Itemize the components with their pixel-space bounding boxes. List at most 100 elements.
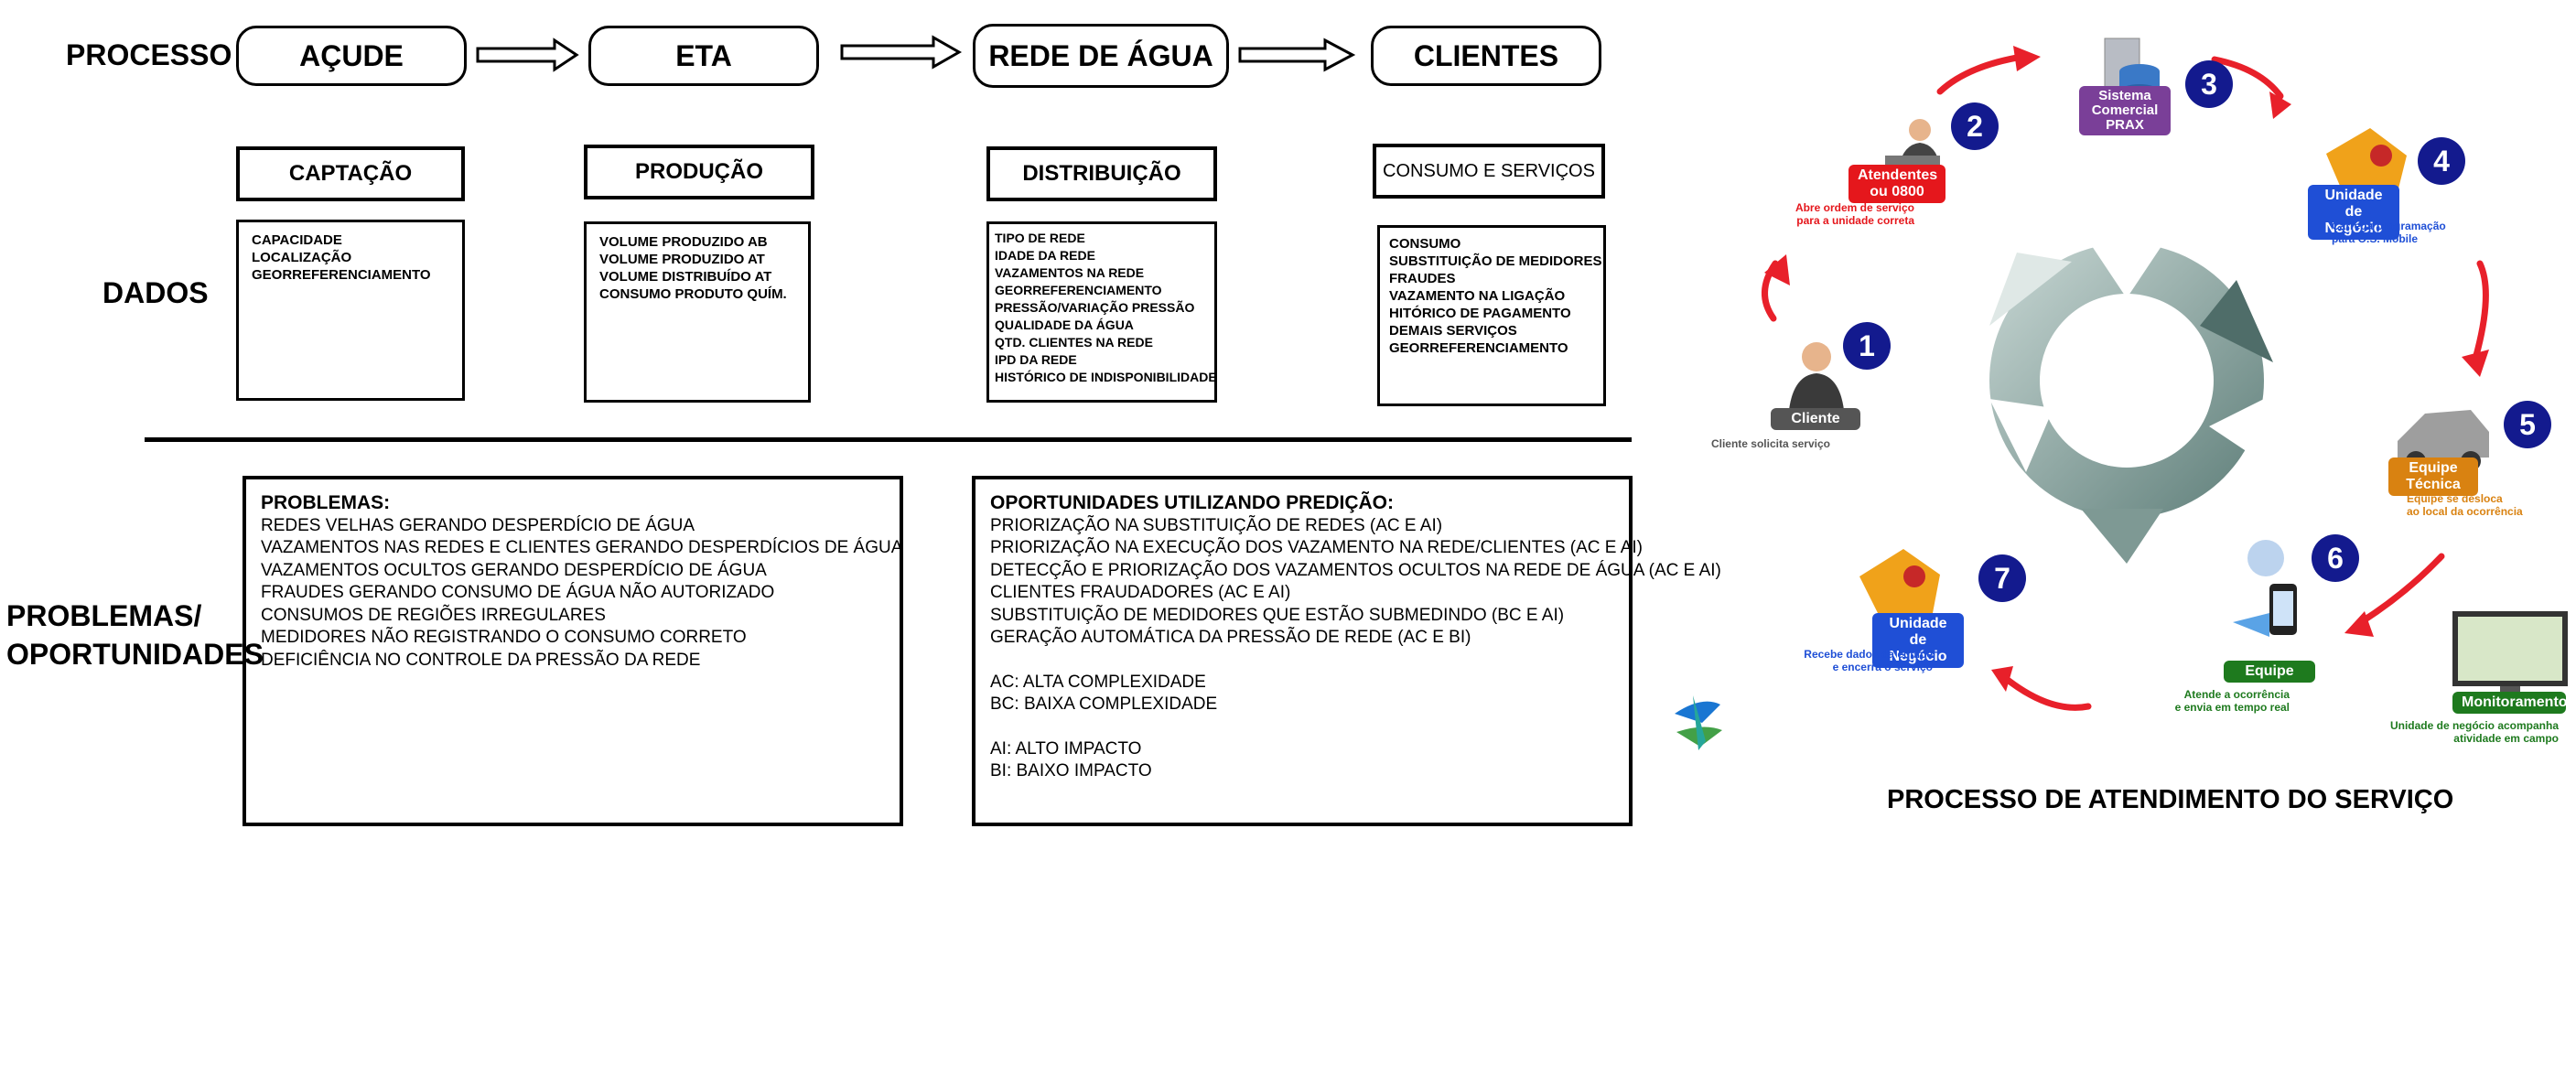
problems-box: PROBLEMAS: REDES VELHAS GERANDO DESPERDÍ…	[243, 476, 903, 826]
process-step-eta: ETA	[588, 26, 819, 86]
arrow-right-icon	[1238, 38, 1356, 72]
data-box-captacao: CAPACIDADE LOCALIZAÇÃO GEORREFERENCIAMEN…	[236, 220, 465, 401]
arrow-right-icon	[476, 38, 579, 72]
data-item: VOLUME DISTRIBUÍDO AT	[599, 269, 772, 285]
data-item: GEORREFERENCIAMENTO	[1389, 340, 1568, 356]
data-item: GEORREFERENCIAMENTO	[995, 283, 1162, 297]
problem-item: REDES VELHAS GERANDO DESPERDÍCIO DE ÁGUA	[261, 515, 695, 535]
data-item: VOLUME PRODUZIDO AB	[599, 234, 768, 250]
opportunities-title: OPORTUNIDADES UTILIZANDO PREDIÇÃO:	[990, 492, 1394, 513]
opportunity-item: PRIORIZAÇÃO NA SUBSTITUIÇÃO DE REDES (AC…	[990, 515, 1443, 535]
row-label-problemas: PROBLEMAS/	[6, 599, 202, 632]
data-item: HITÓRICO DE PAGAMENTO	[1389, 306, 1571, 321]
legend-item: BI: BAIXO IMPACTO	[990, 761, 1152, 780]
legend-item: BC: BAIXA COMPLEXIDADE	[990, 694, 1218, 714]
row-label-processo: PROCESSO	[66, 38, 232, 71]
note-cliente: Cliente solicita serviço	[1710, 437, 1830, 450]
process-step-acude: AÇUDE	[236, 26, 467, 86]
step-number: 2	[1951, 102, 1999, 150]
red-arrow-icon	[2472, 260, 2489, 362]
company-logo-icon	[1675, 695, 1722, 750]
process-step-clientes: CLIENTES	[1371, 26, 1601, 86]
data-item: IDADE DA REDE	[995, 248, 1095, 263]
data-item: CAPACIDADE	[252, 232, 342, 248]
data-item: CONSUMO PRODUTO QUÍM.	[599, 286, 787, 302]
process-arrows	[476, 35, 1356, 72]
problem-item: MEDIDORES NÃO REGISTRANDO O CONSUMO CORR…	[261, 628, 747, 647]
tag-monitoramento: Monitoramento	[2452, 692, 2568, 714]
step-number: 5	[2504, 401, 2551, 448]
process-step-rede: REDE DE ÁGUA	[973, 24, 1229, 88]
data-box-producao: VOLUME PRODUZIDO AB VOLUME PRODUZIDO AT …	[584, 221, 811, 403]
problem-item: VAZAMENTOS NAS REDES E CLIENTES GERANDO …	[261, 538, 903, 557]
data-item: SUBSTITUIÇÃO DE MEDIDORES	[1389, 253, 1602, 269]
data-item: DEMAIS SERVIÇOS	[1389, 323, 1517, 339]
legend-item: AI: ALTO IMPACTO	[990, 738, 1142, 759]
problems-title: PROBLEMAS:	[261, 492, 391, 513]
data-box-distribuicao: TIPO DE REDE IDADE DA REDE VAZAMENTOS NA…	[986, 221, 1217, 403]
red-arrow-icon	[2357, 553, 2445, 626]
business-unit-map-icon	[1859, 549, 1940, 613]
step-number: 7	[1978, 554, 2026, 602]
problem-item: CONSUMOS DE REGIÕES IRREGULARES	[261, 605, 606, 625]
data-item: QTD. CLIENTES NA REDE	[995, 335, 1153, 350]
data-item: CONSUMO	[1389, 236, 1461, 252]
category-consumo: CONSUMO E SERVIÇOS	[1373, 144, 1605, 199]
tag-equipe: Equipe	[2224, 661, 2315, 683]
red-arrow-icon	[2211, 56, 2284, 100]
data-item: FRAUDES	[1389, 271, 1456, 286]
opportunities-box: OPORTUNIDADES UTILIZANDO PREDIÇÃO: PRIOR…	[972, 476, 1721, 826]
data-item: TIPO DE REDE	[995, 231, 1085, 245]
arrow-right-icon	[840, 35, 963, 70]
mobile-phone-icon	[2233, 540, 2297, 637]
red-arrow-icon	[2000, 673, 2092, 711]
category-distribuicao: DISTRIBUIÇÃO	[986, 146, 1217, 201]
opportunity-item: DETECÇÃO E PRIORIZAÇÃO DOS VAZAMENTOS OC…	[990, 560, 1721, 580]
data-item: HISTÓRICO DE INDISPONIBILIDADE	[995, 370, 1217, 384]
monitor-icon	[2452, 611, 2568, 701]
problem-item: DEFICIÊNCIA NO CONTROLE DA PRESSÃO DA RE…	[261, 650, 701, 670]
service-process-title: PROCESSO DE ATENDIMENTO DO SERVIÇO	[1887, 785, 2454, 814]
red-arrow-icon	[1936, 53, 2026, 95]
opportunity-item: SUBSTITUIÇÃO DE MEDIDORES QUE ESTÃO SUBM…	[990, 605, 1565, 625]
step-number: 1	[1843, 322, 1891, 370]
category-captacao: CAPTAÇÃO	[236, 146, 465, 201]
attendants-icon	[1885, 119, 1940, 168]
data-item: LOCALIZAÇÃO	[252, 250, 352, 265]
data-item: VOLUME PRODUZIDO AT	[599, 252, 765, 267]
service-diagram-graphics	[1675, 38, 2568, 750]
tag-cliente: Cliente	[1771, 408, 1860, 430]
problem-item: FRAUDES GERANDO CONSUMO DE ÁGUA NÃO AUTO…	[261, 583, 775, 602]
data-item: PRESSÃO/VARIAÇÃO PRESSÃO	[995, 300, 1195, 315]
category-producao: PRODUÇÃO	[584, 145, 814, 199]
opportunity-item: PRIORIZAÇÃO NA EXECUÇÃO DOS VAZAMENTO NA…	[990, 538, 1643, 557]
client-person-icon	[1789, 342, 1844, 410]
step-number: 6	[2312, 534, 2359, 582]
legend-item: AC: ALTA COMPLEXIDADE	[990, 672, 1206, 692]
step-number: 3	[2185, 60, 2233, 108]
cycle-icon	[1989, 243, 2273, 564]
problem-item: VAZAMENTOS OCULTOS GERANDO DESPERDÍCIO D…	[261, 560, 767, 580]
business-unit-map-icon	[2326, 128, 2407, 192]
opportunity-item: CLIENTES FRAUDADORES (AC E AI)	[990, 583, 1291, 602]
data-item: IPD DA REDE	[995, 352, 1077, 367]
data-item: VAZAMENTOS NA REDE	[995, 265, 1145, 280]
row-label-oportunidades: OPORTUNIDADES	[6, 638, 264, 671]
section-divider	[145, 437, 1632, 442]
data-item: VAZAMENTO NA LIGAÇÃO	[1389, 288, 1566, 304]
row-label-dados: DADOS	[102, 276, 209, 309]
step-number: 4	[2418, 137, 2465, 185]
data-box-consumo: CONSUMO SUBSTITUIÇÃO DE MEDIDORES FRAUDE…	[1377, 225, 1606, 406]
opportunity-item: GERAÇÃO AUTOMÁTICA DA PRESSÃO DE REDE (A…	[990, 628, 1471, 647]
